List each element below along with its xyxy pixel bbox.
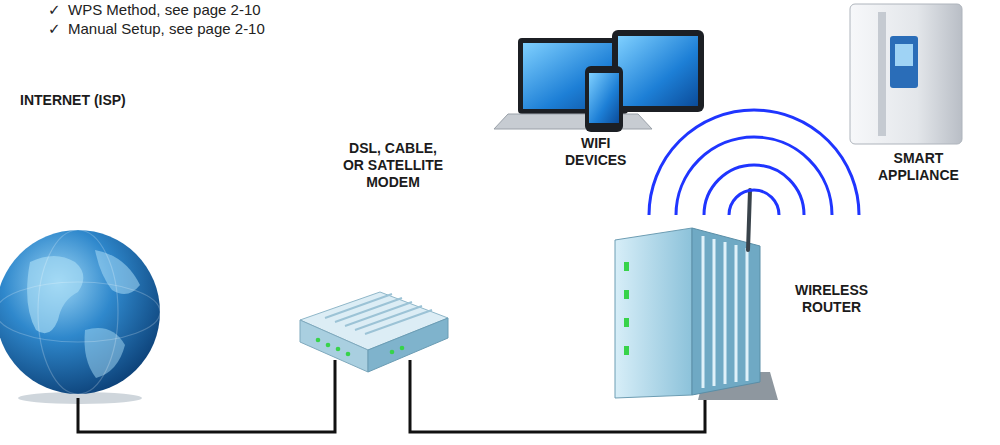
setup-note: WPS Method, see page 2-10 [68, 1, 261, 18]
laptop-base [494, 114, 652, 129]
internet-node: INTERNET (ISP) [3, 88, 153, 398]
appliance-cabinet [850, 4, 962, 144]
device-label: WIFI DEVICES [565, 135, 626, 169]
tablet-screen [618, 36, 698, 106]
appliance-display [895, 44, 913, 66]
globe-grid [0, 282, 160, 342]
network-cable [78, 360, 335, 432]
router-side [692, 228, 760, 395]
device-label: INTERNET (ISP) [20, 92, 126, 109]
router-fins [703, 236, 747, 388]
phone-body [585, 66, 623, 132]
modem-ridges [325, 294, 432, 334]
device-label: SMART APPLIANCE [878, 150, 959, 184]
router-antenna [748, 190, 750, 250]
modem-side [368, 318, 448, 372]
router-front [615, 228, 692, 398]
appliance-door-line [878, 12, 886, 136]
devices-node: WIFI DEVICES [495, 28, 715, 176]
setup-note: Manual Setup, see page 2-10 [68, 20, 265, 37]
appliance-node: SMART APPLIANCE [838, 2, 988, 198]
appliance-panel [890, 36, 918, 88]
globe-grid [38, 230, 118, 394]
phone-screen [589, 73, 619, 123]
globe-continent [84, 328, 125, 378]
device-label: WIRELESS ROUTER [795, 282, 868, 316]
globe-continent [27, 256, 83, 333]
modem-leds [316, 338, 405, 357]
device-label: DSL, CABLE, OR SATELLITE MODEM [339, 140, 447, 191]
check-mark: ✓ [48, 20, 61, 37]
wifi-waves [649, 110, 859, 215]
check-mark: ✓ [48, 1, 61, 18]
tablet-body [612, 30, 704, 112]
globe-continent [95, 250, 140, 294]
modem-node: DSL, CABLE, OR SATELLITE MODEM [295, 138, 451, 360]
router-node: WIRELESS ROUTER [605, 210, 885, 400]
router-leds [624, 262, 629, 355]
network-cable [410, 360, 705, 432]
globe [0, 230, 160, 394]
